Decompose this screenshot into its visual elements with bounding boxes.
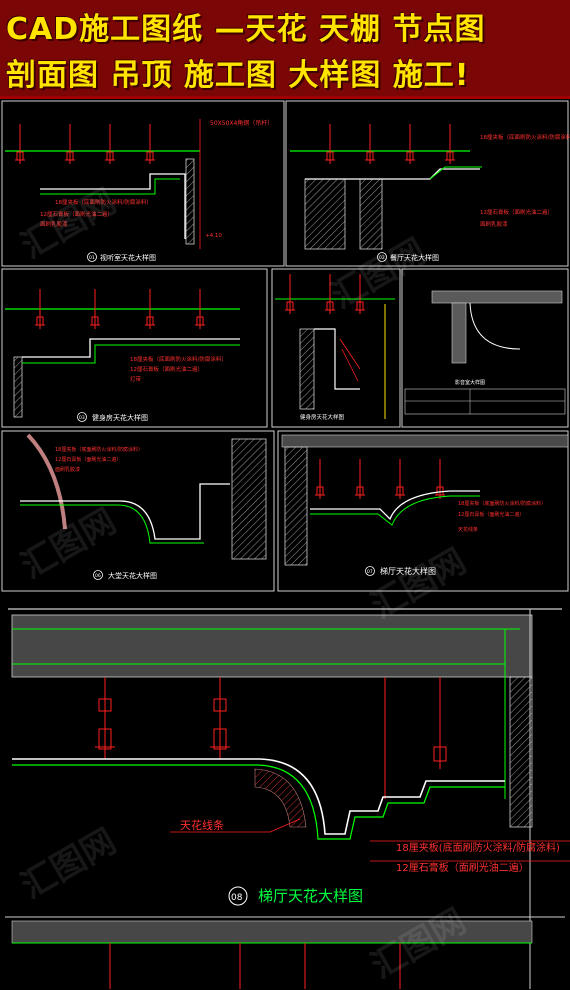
bottom-partial-detail	[5, 916, 565, 989]
annotation-paint-02: 面刷乳胶漆	[480, 220, 508, 228]
watermark-6: 汇图网	[365, 901, 473, 987]
detail-panel-04: 健身房天花大样图	[271, 268, 401, 428]
annotation-ply-03: 18厘夹板（底面刷防火涂料/防腐涂料）	[130, 355, 227, 363]
detail-panel-07: 18厘夹板（底面刷防火涂料/防腐涂料） 12厘石膏板（面刷光油二遍） 天花线条 …	[277, 430, 569, 592]
detail-title-05: 影音室大样图	[455, 379, 485, 386]
annotation-gypsum-06: 12厘石膏板（面刷光油二遍）	[55, 456, 121, 463]
detail-number-07: 07	[367, 569, 373, 575]
watermark-5: 汇图网	[15, 821, 123, 907]
detail-number-08: 08	[231, 893, 243, 903]
annotation-ply-07: 18厘夹板（底面刷防火涂料/防腐涂料）	[458, 500, 546, 507]
annotation-ply-02: 18厘夹板（底面刷防火涂料/防腐涂料）	[480, 133, 570, 141]
watermark-3: 汇图网	[15, 501, 123, 587]
annotation-hanger-01: 50X50X4角钢（吊杆）	[210, 119, 273, 127]
detail-number-01: 01	[89, 255, 95, 261]
annotation-paint-06: 面刷乳胶漆	[55, 466, 80, 473]
detail-panel-06: 18厘夹板（底面刷防火涂料/防腐涂料） 12厘石膏板（面刷光油二遍） 面刷乳胶漆…	[1, 430, 275, 592]
detail-number-02: 02	[379, 255, 385, 261]
detail-title-03: 健身房天花大样图	[92, 413, 148, 422]
annotation-gypsum-02: 12厘石膏板（面刷光油二遍）	[480, 208, 553, 216]
detail-number-06: 06	[95, 573, 101, 579]
banner-title-line-1: CAD施工图纸 —天花 天棚 节点图	[6, 12, 486, 47]
annotation-cornice-07: 天花线条	[458, 526, 478, 533]
annotation-gypsum-07: 12厘石膏板（面刷光油二遍）	[458, 511, 524, 518]
annotation-ply-01: 18厘夹板（底面刷防火涂料/防腐涂料）	[55, 198, 152, 206]
detail-title-06: 大堂天花大样图	[108, 571, 157, 580]
level-mark-01: +4.10	[205, 233, 222, 239]
watermark-4: 汇图网	[365, 541, 473, 627]
annotation-paint-01: 面刷乳胶漆	[40, 220, 68, 228]
detail-number-03: 03	[79, 415, 85, 421]
annotation-gypsum-01: 12厘石膏板（面刷光油二遍）	[40, 210, 113, 218]
annotation-light-03: 灯带	[130, 375, 142, 383]
detail-panel-08: 18厘夹板(底面刷防火涂料/防腐涂料) 12厘石膏板（面刷光油二遍） 天花线条 …	[8, 608, 570, 989]
cad-drawing-sheet: 50X50X4角钢（吊杆） 18厘夹板（底面刷防火涂料/防腐涂料） 12厘石膏板…	[1, 100, 570, 989]
annotation-ply-08: 18厘夹板(底面刷防火涂料/防腐涂料)	[396, 841, 560, 854]
detail-panel-01: 50X50X4角钢（吊杆） 18厘夹板（底面刷防火涂料/防腐涂料） 12厘石膏板…	[1, 100, 285, 267]
detail-title-08: 梯厅天花大样图	[258, 887, 363, 905]
detail-title-04: 健身房天花大样图	[300, 413, 345, 421]
annotation-gypsum-08: 12厘石膏板（面刷光油二遍）	[396, 861, 529, 874]
detail-title-07: 梯厅天花大样图	[380, 566, 436, 576]
title-banner: CAD施工图纸 —天花 天棚 节点图 剖面图 吊顶 施工图 大样图 施工!	[0, 0, 570, 99]
annotation-gypsum-03: 12厘石膏板（面刷光油二遍）	[130, 365, 203, 373]
detail-panel-03: 18厘夹板（底面刷防火涂料/防腐涂料） 12厘石膏板（面刷光油二遍） 灯带 03…	[1, 268, 268, 428]
detail-title-02: 餐厅天花大样图	[390, 253, 439, 262]
detail-panel-05: 影音室大样图	[401, 268, 569, 428]
detail-panel-02: 18厘夹板（底面刷防火涂料/防腐涂料） 12厘石膏板（面刷光油二遍） 面刷乳胶漆…	[285, 100, 570, 267]
annotation-ply-06: 18厘夹板（底面刷防火涂料/防腐涂料）	[55, 446, 143, 453]
annotation-cornice-08: 天花线条	[180, 818, 224, 832]
detail-title-01: 视听室天花大样图	[100, 253, 156, 262]
banner-title-line-2: 剖面图 吊顶 施工图 大样图 施工!	[6, 58, 470, 93]
